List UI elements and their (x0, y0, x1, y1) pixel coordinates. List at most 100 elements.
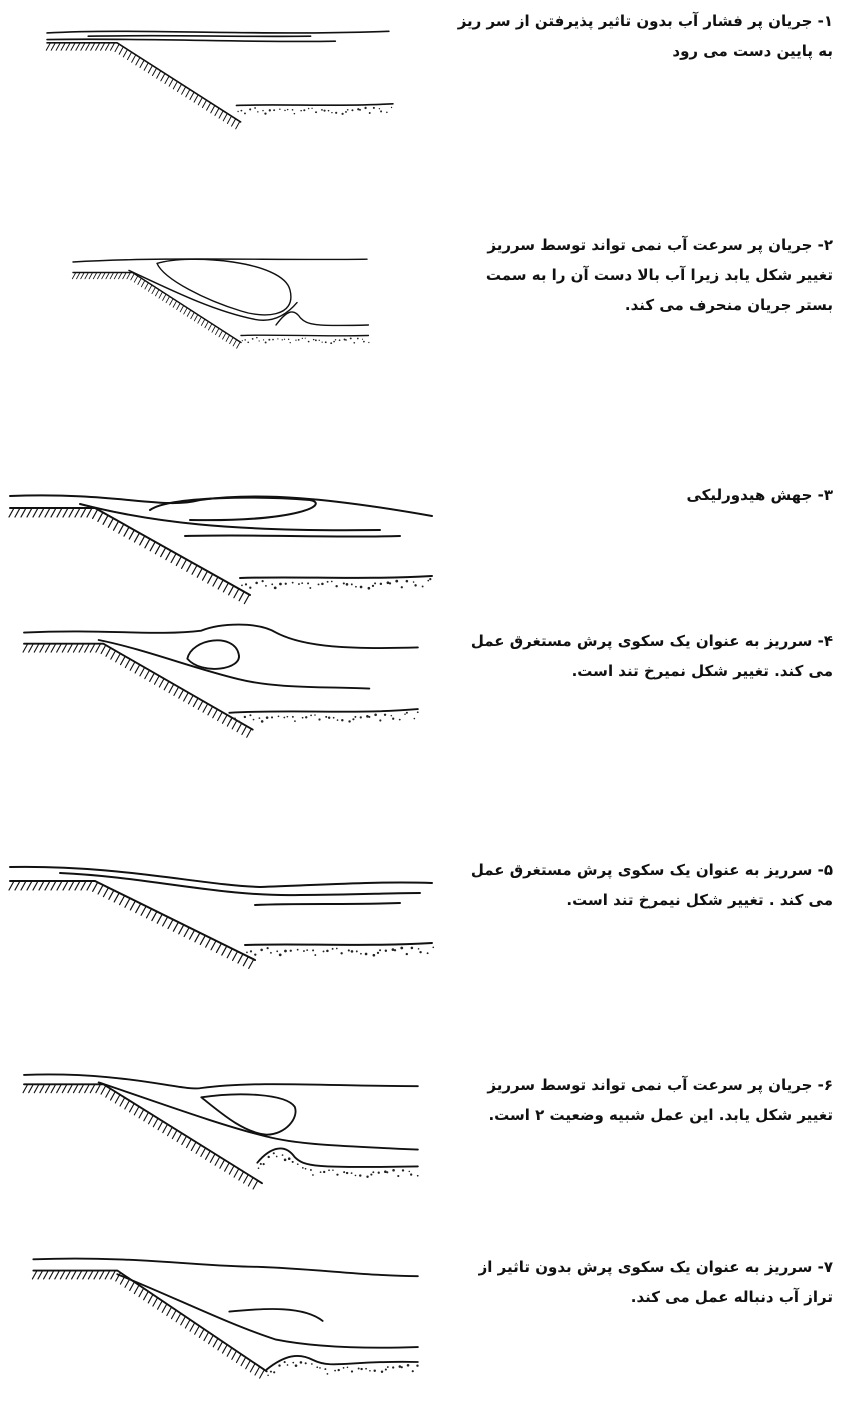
sediment-dot (292, 1362, 294, 1364)
sediment-dot (292, 109, 294, 111)
hatch-mark (90, 1084, 95, 1092)
hatch-mark (188, 695, 193, 703)
hatch-mark (114, 273, 118, 279)
hatch-mark (167, 1307, 172, 1315)
hatch-mark (139, 1109, 144, 1117)
sediment-dot (284, 1159, 287, 1162)
hatch-mark (136, 57, 140, 64)
hatch-mark (205, 321, 209, 327)
hatch-mark (249, 959, 254, 968)
sediment-dot (417, 1175, 419, 1177)
hatch-mark (101, 1086, 106, 1094)
sediment-dot (414, 718, 416, 720)
sediment-dot (297, 949, 299, 951)
sediment-dot (394, 949, 396, 951)
sediment-dot (337, 719, 339, 721)
sediment-dot (319, 340, 320, 341)
hatch-mark (66, 43, 70, 50)
sediment-dot (292, 1161, 294, 1163)
hatch-mark (81, 43, 85, 50)
hatch-mark (164, 681, 169, 689)
hatch-mark (128, 52, 132, 59)
hatch-mark (9, 881, 14, 890)
sediment-dot (410, 1173, 412, 1175)
hatch-mark (45, 881, 50, 890)
sediment-dot (320, 1171, 322, 1173)
sediment-dot (321, 109, 323, 111)
hatch-mark (154, 676, 159, 684)
hatch-mark (110, 43, 114, 50)
hatch-mark (182, 1136, 187, 1144)
sediment-dot (406, 580, 409, 583)
sediment-dot (351, 109, 353, 111)
hatch-mark (196, 1145, 201, 1153)
hatch-mark (106, 43, 110, 50)
hatch-mark (241, 1357, 246, 1365)
hatch-mark (198, 97, 202, 104)
hatching-4 (23, 644, 251, 738)
hatch-mark (119, 47, 123, 54)
hatch-mark (81, 273, 85, 279)
hatch-mark (114, 521, 119, 530)
hatch-mark (176, 556, 181, 565)
caption-1: ۱- جریان پر فشار آب بدون تاثیر پذیرفتن ا… (455, 6, 833, 66)
hatch-mark (33, 881, 38, 890)
hatch-mark (180, 306, 184, 312)
sediment-dot (271, 583, 273, 585)
hatch-mark (146, 909, 151, 918)
sediment-dot (237, 111, 238, 112)
hatch-mark (213, 1338, 218, 1346)
hatch-mark (63, 508, 68, 517)
hatch-mark (248, 1178, 253, 1186)
sediment-dot (342, 113, 344, 115)
hatch-mark (208, 707, 213, 715)
hatch-mark (51, 1084, 56, 1092)
hatch-mark (55, 1271, 60, 1279)
sediment-dot (308, 341, 310, 343)
hatch-mark (96, 43, 100, 50)
hatch-mark (136, 904, 141, 913)
hatch-mark (201, 1148, 206, 1156)
sediment-dot (279, 583, 282, 586)
sediment-dot (368, 716, 370, 718)
sediment-dot (395, 580, 398, 583)
hatch-mark (29, 644, 34, 652)
sediment-dot (339, 339, 341, 341)
hatch-mark (158, 1301, 163, 1309)
hatch-mark (134, 533, 139, 542)
sediment-dot (402, 1169, 404, 1171)
sediment-dot (392, 948, 395, 951)
sediment-dot (245, 583, 247, 585)
hatch-mark (134, 1285, 139, 1293)
hatch-mark (127, 273, 130, 279)
hatch-mark (32, 1271, 37, 1279)
hatch-mark (150, 673, 155, 681)
hatch-mark (103, 888, 108, 897)
hatch-mark (15, 508, 20, 517)
sediment-dot (355, 1175, 357, 1177)
hatch-mark (173, 922, 178, 931)
sediment-dot (372, 585, 374, 587)
hatch-mark (45, 1084, 50, 1092)
hatch-mark (77, 1271, 82, 1279)
hatch-mark (174, 687, 179, 695)
hatch-mark (148, 285, 152, 291)
sediment-dot (365, 1368, 367, 1370)
hatch-mark (56, 43, 60, 50)
sediment-dot (305, 716, 307, 718)
sediment-dot (353, 342, 355, 344)
hatch-mark (83, 1271, 88, 1279)
hatch-mark (141, 906, 146, 915)
hatch-mark (232, 720, 237, 728)
sediment-dot (287, 109, 288, 110)
sediment-dot (335, 585, 337, 587)
hatch-mark (120, 1098, 125, 1106)
hatch-mark (165, 76, 169, 83)
sediment-dot (273, 109, 275, 111)
hatch-mark (247, 729, 252, 737)
hatch-mark (190, 92, 194, 99)
hatch-mark (260, 1370, 265, 1378)
sediment-dot (346, 1172, 348, 1174)
sediment-dot (295, 1364, 298, 1367)
sediment-dot (399, 719, 401, 721)
